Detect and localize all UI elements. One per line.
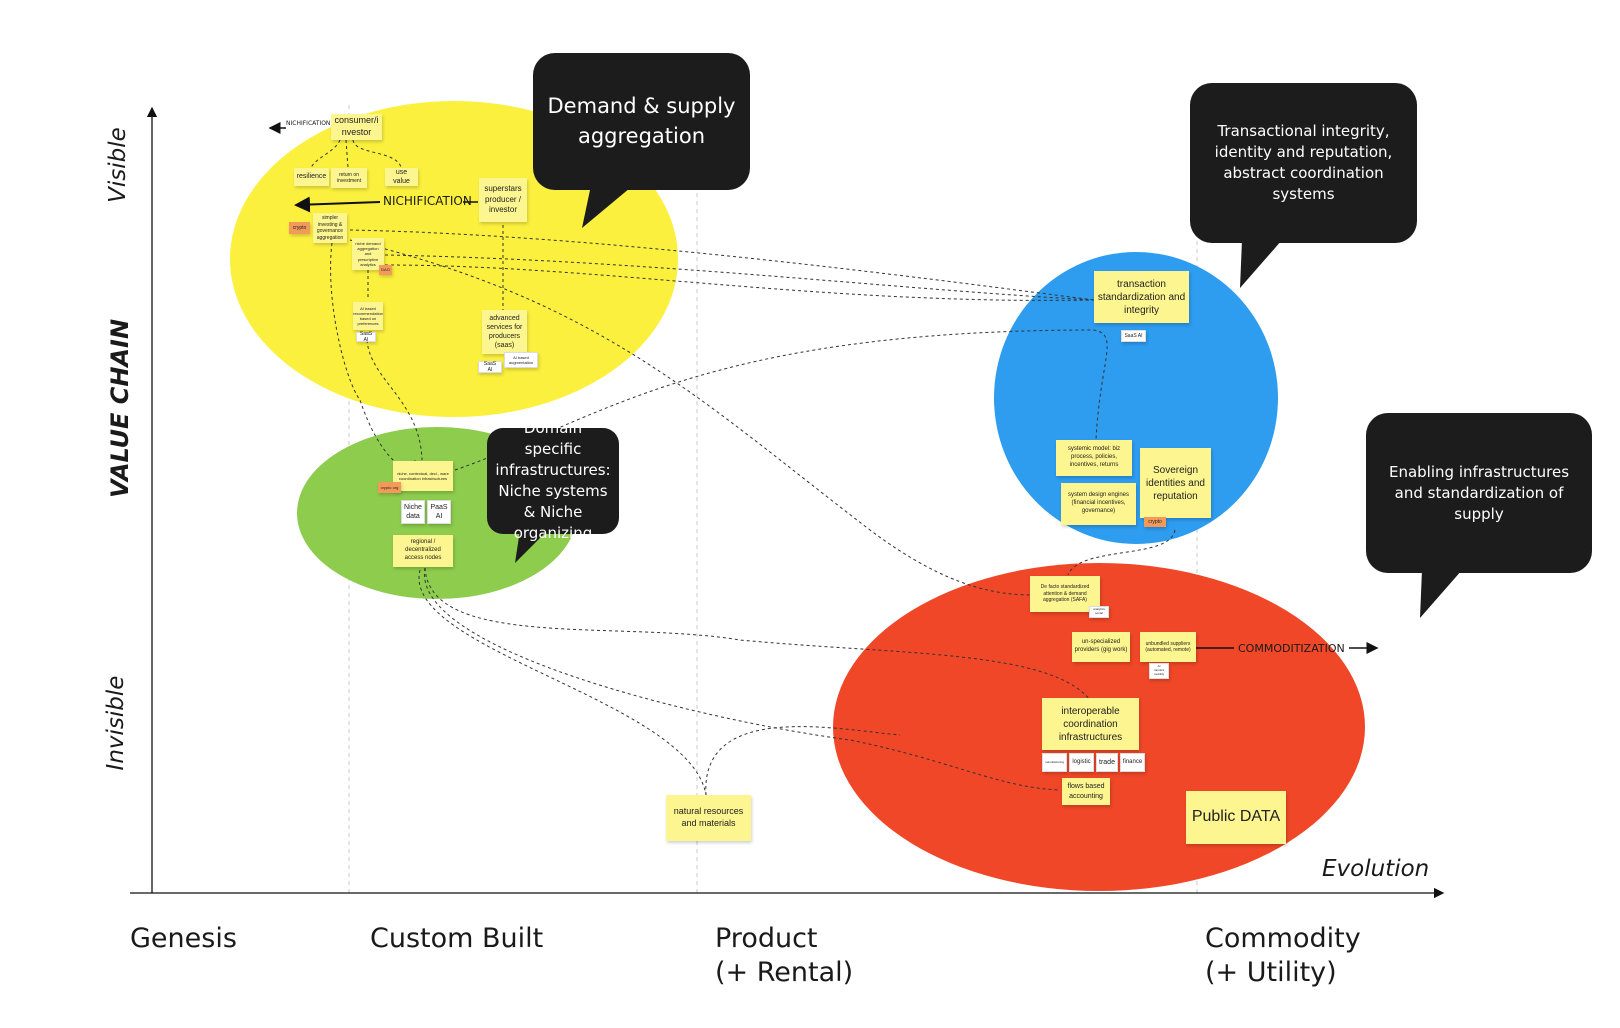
link-niche-demand-transaction <box>384 254 1095 301</box>
note-analytics-tag[interactable]: analytics social <box>1089 606 1109 618</box>
note-system-design-engines[interactable]: system design engines (financial incenti… <box>1061 483 1136 525</box>
note-consumer-investor[interactable]: consumer/i nvestor <box>331 114 382 140</box>
note-resilience[interactable]: resilience <box>294 168 329 186</box>
nichification-arrow <box>294 196 381 213</box>
callout-tail-transactional <box>1240 240 1282 288</box>
note-ai-robotics-tag[interactable]: AI robotics mobility <box>1149 663 1169 679</box>
note-saas-ai-1[interactable]: SaaS AI <box>356 331 376 343</box>
link-consumer-roi <box>345 139 349 169</box>
note-ai-based-augmentation[interactable]: AI based augmentation <box>504 352 538 368</box>
link-natural-red <box>705 726 901 796</box>
note-niche-data[interactable]: Niche data <box>401 500 425 524</box>
link-consumer-resilience <box>310 139 341 169</box>
link-simpler-de-facto <box>349 239 1036 596</box>
callout-enabling-infrastructures: Enabling infrastructures and standardiza… <box>1366 413 1592 573</box>
nichification-small-label: NICHIFICATION <box>286 120 331 127</box>
note-un-specialized[interactable]: un-specialized providers (gig work) <box>1072 632 1130 662</box>
note-systemic-models[interactable]: systemic model: biz process, policies, i… <box>1056 440 1132 476</box>
callout-tail-domain <box>515 530 548 563</box>
note-crypto-tag-2[interactable]: crypto <box>1144 517 1166 527</box>
callout-tail-enabling <box>1420 570 1462 618</box>
y-axis-bottom-label: Invisible <box>103 675 129 771</box>
note-unbundled-suppliers[interactable]: unbundled suppliers (automated, remote) <box>1140 632 1196 662</box>
stage-genesis: Genesis <box>130 923 237 954</box>
note-transaction-standardization[interactable]: transaction standardization and integrit… <box>1094 271 1189 323</box>
note-paas-ai[interactable]: PaaS AI <box>427 500 451 524</box>
stage-commodity: Commodity (+ Utility) <box>1205 923 1361 988</box>
note-dao-tag[interactable]: DAO <box>379 265 392 275</box>
note-saas-ai-2[interactable]: SaaS AI <box>478 361 502 373</box>
link-simpler-transaction <box>349 229 1095 301</box>
note-ai-based-recommendation[interactable]: AI based recommendation based on prefere… <box>353 302 383 330</box>
nichification-label: NICHIFICATION <box>383 194 472 208</box>
note-simpler-investing[interactable]: simpler investing & governance aggregati… <box>313 213 347 243</box>
note-return-on-investment[interactable]: return on investment <box>331 168 367 188</box>
note-saas-ai-3[interactable]: SaaS AI <box>1121 330 1146 342</box>
stage-product: Product (+ Rental) <box>715 923 854 988</box>
note-de-facto[interactable]: De facto standardized attention & demand… <box>1030 576 1100 612</box>
link-sovereign-de-facto <box>1067 529 1176 576</box>
note-superstars[interactable]: superstars producer / investor <box>479 178 527 222</box>
link-ai-niche-contextual <box>366 339 423 461</box>
note-trade[interactable]: trade <box>1096 753 1118 772</box>
note-advanced-services[interactable]: advanced services for producers (saas) <box>482 310 527 354</box>
callout-transactional-integrity: Transactional integrity, identity and re… <box>1190 83 1417 243</box>
note-public-data[interactable]: Public DATA <box>1186 791 1286 844</box>
callout-demand-supply: Demand & supply aggregation <box>533 53 750 190</box>
note-crypto-tag-3[interactable]: crypto org <box>378 482 401 493</box>
stage-custom-built: Custom Built <box>370 923 544 954</box>
callout-tail-demand <box>582 188 630 228</box>
commoditization-label: COMMODITIZATION <box>1238 642 1345 655</box>
note-use-value[interactable]: use value <box>385 168 418 186</box>
note-natural-resources[interactable]: natural resources and materials <box>666 795 751 841</box>
callout-domain-specific: Domain specific infrastructures: Niche s… <box>487 419 619 542</box>
note-regional-access[interactable]: regional / decentralized access nodes <box>393 535 453 567</box>
x-axis-title: Evolution <box>1322 856 1430 882</box>
note-niche-demand[interactable]: niche demand aggregation and prescriptiv… <box>352 238 384 270</box>
note-flows-accounting[interactable]: flows based accounting <box>1062 778 1110 805</box>
y-axis-top-label: Visible <box>105 127 131 203</box>
note-finance[interactable]: finance <box>1120 753 1145 772</box>
y-axis-title: VALUE CHAIN <box>106 318 134 498</box>
note-crypto-tag[interactable]: crypto <box>289 222 310 234</box>
note-sovereign-identities[interactable]: Sovereign identities and reputation <box>1140 448 1211 518</box>
note-interoperable[interactable]: interoperable coordination infrastructur… <box>1042 698 1139 750</box>
note-logistic[interactable]: logistic <box>1069 753 1094 772</box>
note-niche-contextual[interactable]: niche, contextual, decl., ware coordinat… <box>393 461 453 491</box>
link-niche-demand-transaction-2 <box>384 264 1095 301</box>
link-regional-natural <box>418 569 707 796</box>
note-manufacturing[interactable]: manufacturing <box>1042 753 1067 772</box>
link-regional-interoperable <box>424 567 1091 701</box>
